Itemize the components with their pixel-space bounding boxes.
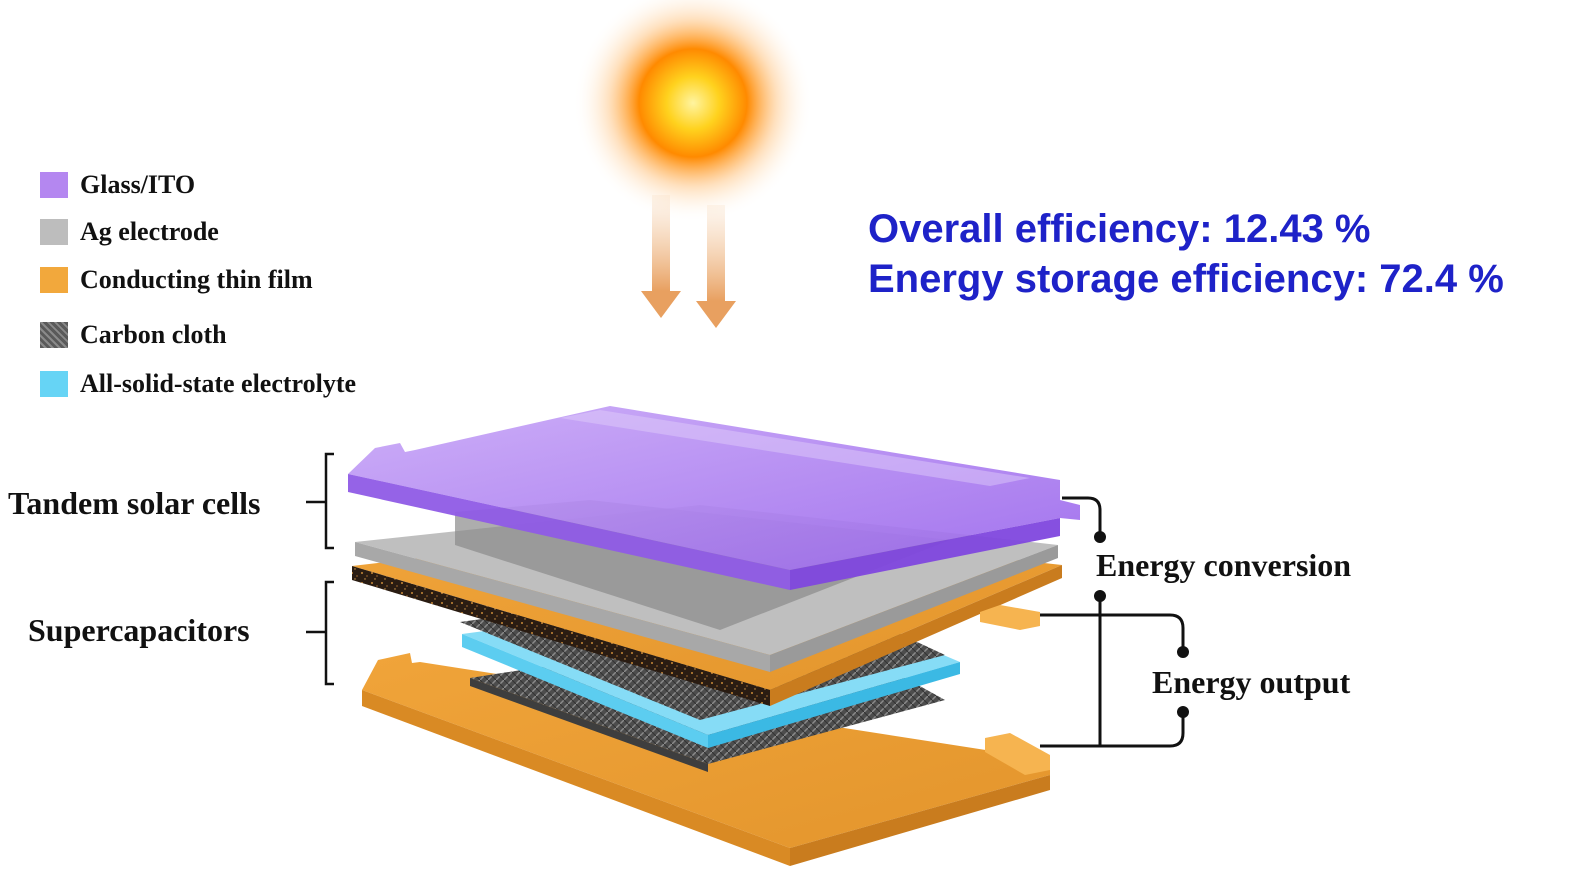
connection-dots — [1094, 531, 1189, 718]
glass-ito-layer — [348, 406, 1080, 590]
legend-item-carbon-cloth: Carbon cloth — [40, 320, 227, 350]
legend-label: Glass/ITO — [80, 170, 196, 199]
tandem-solar-cells-label: Tandem solar cells — [8, 485, 260, 521]
ag-electrode-swatch — [40, 219, 68, 245]
energy-conversion-label: Energy conversion — [1096, 547, 1351, 583]
tandem-bracket — [306, 452, 334, 550]
legend-item-conducting-film: Conducting thin film — [40, 265, 313, 295]
supercapacitors-label: Supercapacitors — [28, 612, 250, 648]
arrow-down-icon — [696, 205, 736, 328]
legend-label: Conducting thin film — [80, 265, 313, 294]
energy-output-label: Energy output — [1152, 664, 1351, 700]
electrolyte-swatch — [40, 371, 68, 397]
supercapacitor-bracket — [306, 580, 334, 686]
sunlight-arrows — [641, 195, 736, 328]
carbon-cloth-swatch — [40, 322, 68, 348]
legend-label: Carbon cloth — [80, 320, 227, 349]
sun-icon — [573, 0, 813, 223]
conducting-film-swatch — [40, 267, 68, 293]
connection-lines — [1040, 496, 1185, 748]
overall-efficiency: Overall efficiency: 12.43 % — [868, 207, 1371, 251]
legend-item-electrolyte: All-solid-state electrolyte — [40, 369, 356, 399]
legend-label: All-solid-state electrolyte — [80, 369, 357, 398]
storage-efficiency: Energy storage efficiency: 72.4 % — [868, 257, 1504, 301]
legend-item-ag-electrode: Ag electrode — [40, 217, 219, 247]
legend-label: Ag electrode — [80, 217, 219, 246]
arrow-down-icon — [641, 195, 681, 318]
glass-ito-swatch — [40, 172, 68, 198]
legend-item-glass-ito: Glass/ITO — [40, 170, 195, 200]
